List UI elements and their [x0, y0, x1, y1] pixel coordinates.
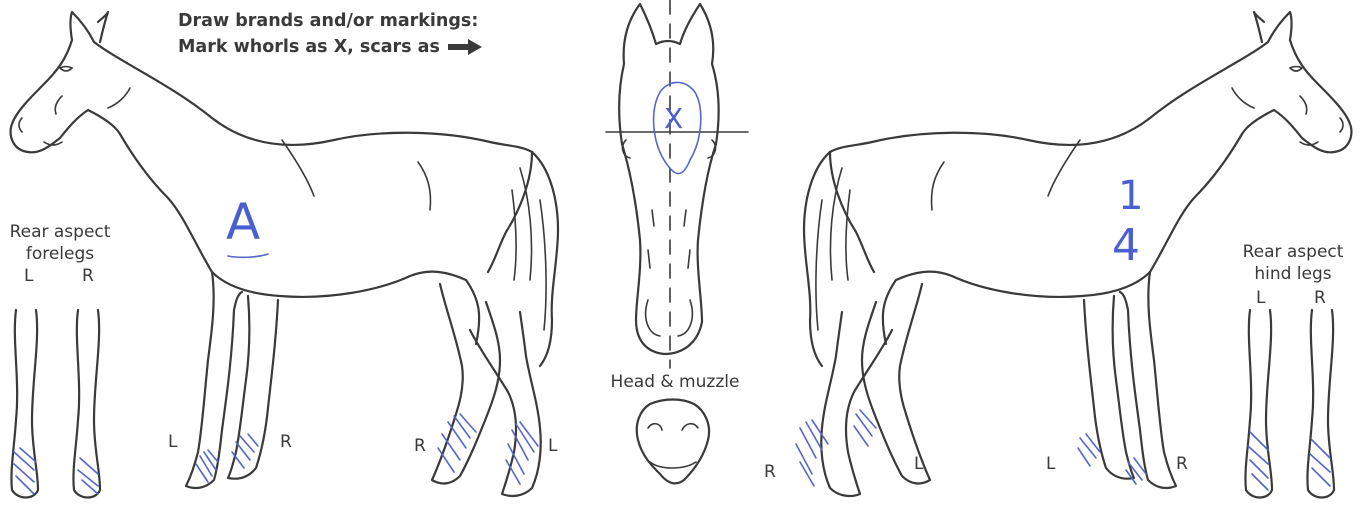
front-head-outline [606, 0, 748, 368]
rear-forelegs-title-1: Rear aspect [2, 222, 118, 242]
instructions: Draw brands and/or markings: Mark whorls… [178, 8, 484, 60]
right-horse-hind-left-label: L [1046, 454, 1055, 474]
head-muzzle-label: Head & muzzle [600, 372, 750, 392]
right-side-brand-bottom: 4 [1112, 222, 1140, 270]
right-side-brand-top: 1 [1118, 174, 1143, 218]
rear-forelegs-right-label: R [82, 266, 94, 286]
brand-a-underline [228, 254, 268, 257]
rear-hindlegs-right-label: R [1314, 288, 1326, 308]
left-side-brand: A [226, 194, 260, 250]
left-horse-hind-right-label: R [414, 436, 426, 456]
right-horse-front-right-label: R [764, 462, 776, 482]
rear-hindlegs-title-2: hind legs [1230, 264, 1356, 284]
rear-forelegs-title-2: forelegs [2, 244, 118, 264]
muzzle-outline [637, 400, 709, 484]
right-horse-front-left-label: L [914, 454, 923, 474]
left-horse-front-left-label: L [168, 432, 177, 452]
rear-hindlegs-title-1: Rear aspect [1230, 242, 1356, 262]
left-horse-front-right-label: R [280, 432, 292, 452]
instructions-line2: Mark whorls as X, scars as [178, 34, 440, 60]
rear-forelegs-left-label: L [24, 266, 33, 286]
instructions-line1: Draw brands and/or markings: [178, 8, 484, 34]
left-horse-hind-left-label: L [548, 436, 557, 456]
rear-forelegs-outline [11, 310, 100, 498]
instructions-line2-row: Mark whorls as X, scars as [178, 34, 484, 60]
forehead-whorl-mark: X [664, 104, 683, 134]
right-arrow-icon [446, 38, 484, 56]
rear-hindlegs-left-label: L [1256, 288, 1265, 308]
right-horse-hind-right-label: R [1176, 454, 1188, 474]
